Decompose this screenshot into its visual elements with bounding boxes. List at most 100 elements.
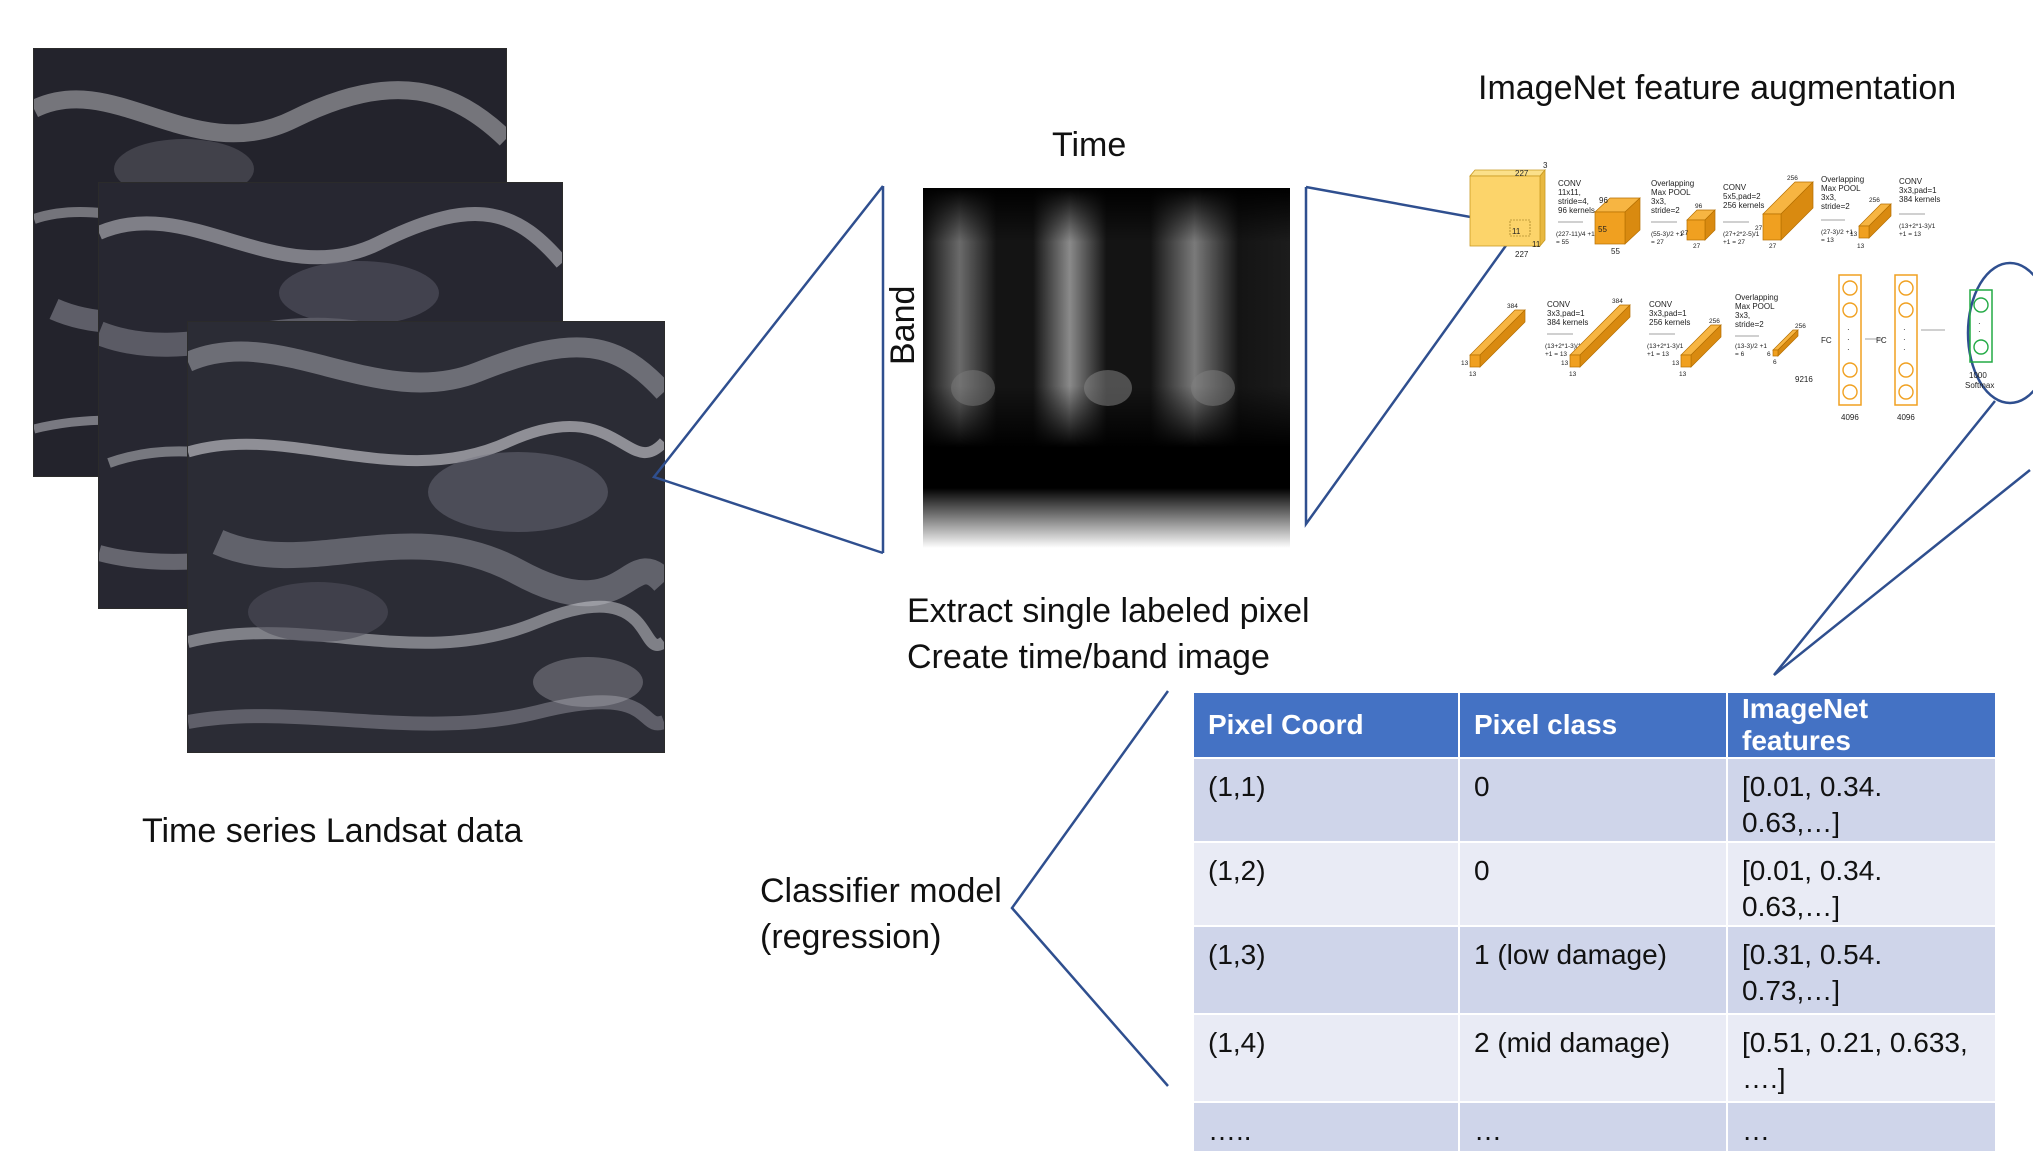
svg-text:384: 384	[1612, 298, 1623, 305]
features-table: Pixel Coord Pixel class ImageNet feature…	[1192, 691, 1997, 1153]
table-row: ….. … …	[1192, 1101, 1997, 1153]
table-header-row: Pixel Coord Pixel class ImageNet feature…	[1192, 691, 1997, 759]
svg-text:4096: 4096	[1841, 413, 1859, 422]
svg-text:256: 256	[1795, 323, 1806, 330]
svg-text:CONV: CONV	[1723, 183, 1747, 192]
flatten-size-label: 9216	[1795, 375, 1813, 384]
svg-text:256: 256	[1869, 197, 1880, 204]
svg-text:+1 = 13: +1 = 13	[1899, 231, 1921, 238]
svg-text:= 27: = 27	[1651, 239, 1664, 246]
svg-text:256 kernels: 256 kernels	[1649, 318, 1690, 327]
svg-text:·: ·	[1903, 325, 1906, 334]
table-cell: …	[1726, 1101, 1997, 1153]
svg-text:CONV: CONV	[1547, 300, 1571, 309]
svg-text:13: 13	[1469, 371, 1477, 378]
svg-text:5x5,pad=2: 5x5,pad=2	[1723, 192, 1761, 201]
svg-text:227: 227	[1515, 169, 1529, 178]
triangle-extract	[651, 185, 884, 555]
column-header-pixel-class: Pixel class	[1458, 691, 1728, 759]
extract-caption-line1: Extract single labeled pixel	[907, 592, 1310, 630]
svg-text:Max POOL: Max POOL	[1651, 188, 1691, 197]
extract-caption-line2: Create time/band image	[907, 638, 1270, 676]
conv4-label: CONV 3x3,pad=1 384 kernels (13+2*1-3)/1 …	[1545, 300, 1588, 358]
table-row: (1,2) 0 [0.01, 0.34. 0.63,…]	[1192, 841, 1997, 927]
softmax-column: ·· 1000 Softmax	[1965, 289, 1994, 390]
column-header-imagenet-features: ImageNet features	[1726, 691, 1997, 759]
conv4-output-cube: 384 13 13	[1561, 298, 1631, 378]
time-band-image	[923, 188, 1290, 548]
svg-text:11x11,: 11x11,	[1558, 188, 1581, 197]
svg-text:13: 13	[1850, 231, 1858, 238]
svg-text:= 6: = 6	[1735, 351, 1745, 358]
svg-text:3x3,pad=1: 3x3,pad=1	[1899, 186, 1937, 195]
table-cell: [0.31, 0.54. 0.73,…]	[1726, 925, 1997, 1015]
imagenet-title: ImageNet feature augmentation	[1478, 69, 1957, 107]
svg-text:11: 11	[1532, 240, 1541, 249]
table-row: (1,1) 0 [0.01, 0.34. 0.63,…]	[1192, 757, 1997, 843]
fc2-label: FC	[1876, 336, 1887, 345]
svg-text:stride=2: stride=2	[1821, 202, 1850, 211]
triangle-classifier	[1010, 690, 1170, 1087]
svg-text:13: 13	[1679, 371, 1687, 378]
svg-text:Overlapping: Overlapping	[1735, 293, 1778, 302]
svg-text:stride=2: stride=2	[1651, 206, 1680, 215]
svg-text:+1 = 13: +1 = 13	[1647, 351, 1669, 358]
svg-text:6: 6	[1773, 359, 1777, 366]
svg-text:stride=2: stride=2	[1735, 320, 1764, 329]
table-cell: 2 (mid damage)	[1458, 1013, 1728, 1103]
svg-text:27: 27	[1769, 243, 1777, 250]
landsat-caption: Time series Landsat data	[142, 812, 523, 850]
conv5-label: CONV 3x3,pad=1 256 kernels (13+2*1-3)/1 …	[1647, 300, 1690, 358]
pool3-label: Overlapping Max POOL 3x3, stride=2 (13-3…	[1735, 293, 1778, 358]
band-axis-label: Band	[884, 285, 922, 365]
conv1-output-cube: 96 55 55	[1594, 196, 1641, 256]
svg-text:+1 = 27: +1 = 27	[1723, 239, 1745, 246]
svg-text:3x3,: 3x3,	[1821, 193, 1836, 202]
svg-text:(13-3)/2 +1: (13-3)/2 +1	[1735, 343, 1767, 350]
svg-text:stride=4,: stride=4,	[1558, 197, 1589, 206]
svg-text:256 kernels: 256 kernels	[1723, 201, 1764, 210]
svg-text:11: 11	[1512, 227, 1521, 236]
fc2-column: ··· 4096	[1894, 274, 1918, 422]
table-row: (1,4) 2 (mid damage) [0.51, 0.21, 0.633,…	[1192, 1013, 1997, 1103]
table-cell: 0	[1458, 841, 1728, 927]
svg-text:384: 384	[1507, 303, 1518, 310]
svg-text:Overlapping: Overlapping	[1821, 175, 1864, 184]
conv2-label: CONV 5x5,pad=2 256 kernels (27+2*2-5)/1 …	[1723, 183, 1764, 246]
table-cell: [0.01, 0.34. 0.63,…]	[1726, 841, 1997, 927]
column-header-pixel-coord: Pixel Coord	[1192, 691, 1460, 759]
svg-text:Max POOL: Max POOL	[1735, 302, 1775, 311]
svg-text:(13+2*1-3)/1: (13+2*1-3)/1	[1545, 343, 1582, 350]
conv1-label: CONV 11x11, stride=4, 96 kernels (227-11…	[1556, 179, 1595, 246]
classifier-caption-line2: (regression)	[760, 918, 942, 956]
svg-text:27: 27	[1693, 243, 1701, 250]
pool2-output-cube: 256 13 13	[1850, 197, 1892, 250]
svg-text:6: 6	[1767, 351, 1771, 358]
table-cell: (1,3)	[1192, 925, 1460, 1015]
svg-text:27: 27	[1681, 230, 1689, 237]
svg-text:(13+2*1-3)/1: (13+2*1-3)/1	[1899, 223, 1936, 230]
svg-text:13: 13	[1561, 360, 1569, 367]
svg-text:(27-3)/2 +1: (27-3)/2 +1	[1821, 229, 1853, 236]
alexnet-architecture-diagram: 227 3 227 11 11 CONV 11x11, stride=4, 96…	[1461, 161, 1994, 422]
svg-text:·: ·	[1903, 345, 1906, 354]
table-cell: (1,4)	[1192, 1013, 1460, 1103]
svg-text:4096: 4096	[1897, 413, 1915, 422]
svg-text:384 kernels: 384 kernels	[1547, 318, 1588, 327]
pool1-output-cube: 96 27 27	[1681, 203, 1716, 250]
pool2-label: Overlapping Max POOL 3x3, stride=2 (27-3…	[1821, 175, 1864, 244]
svg-text:·: ·	[1847, 345, 1850, 354]
svg-text:(13+2*1-3)/1: (13+2*1-3)/1	[1647, 343, 1684, 350]
table-cell: …	[1458, 1101, 1728, 1153]
input-layer-cube: 227 3 227 11 11	[1469, 161, 1548, 259]
svg-text:96 kernels: 96 kernels	[1558, 206, 1595, 215]
fc1-column: ··· 4096	[1838, 274, 1862, 422]
pool3-output-cube: 256 6 6	[1767, 323, 1806, 366]
fc1-label: FC	[1821, 336, 1832, 345]
svg-text:13: 13	[1672, 360, 1680, 367]
table-cell: 0	[1458, 757, 1728, 843]
table-cell: (1,1)	[1192, 757, 1460, 843]
svg-text:CONV: CONV	[1649, 300, 1673, 309]
table-cell: 1 (low damage)	[1458, 925, 1728, 1015]
svg-text:96: 96	[1599, 196, 1608, 205]
